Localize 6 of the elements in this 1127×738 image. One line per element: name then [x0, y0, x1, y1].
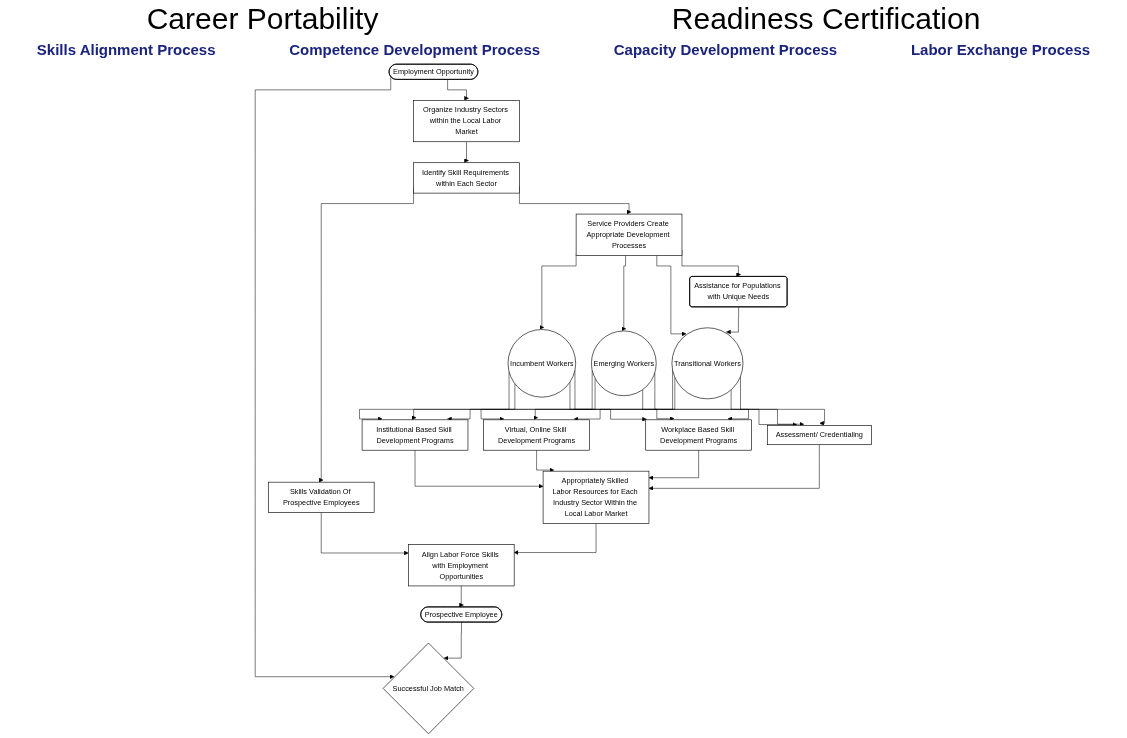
section-heading: Career Portability: [146, 2, 379, 36]
section-heading: Readiness Certification: [671, 2, 981, 36]
process-heading: Labor Exchange Process: [910, 40, 1091, 58]
process-heading: Competence Development Process: [289, 40, 541, 58]
process-heading: Skills Alignment Process: [36, 40, 216, 58]
process-heading: Capacity Development Process: [613, 40, 838, 58]
